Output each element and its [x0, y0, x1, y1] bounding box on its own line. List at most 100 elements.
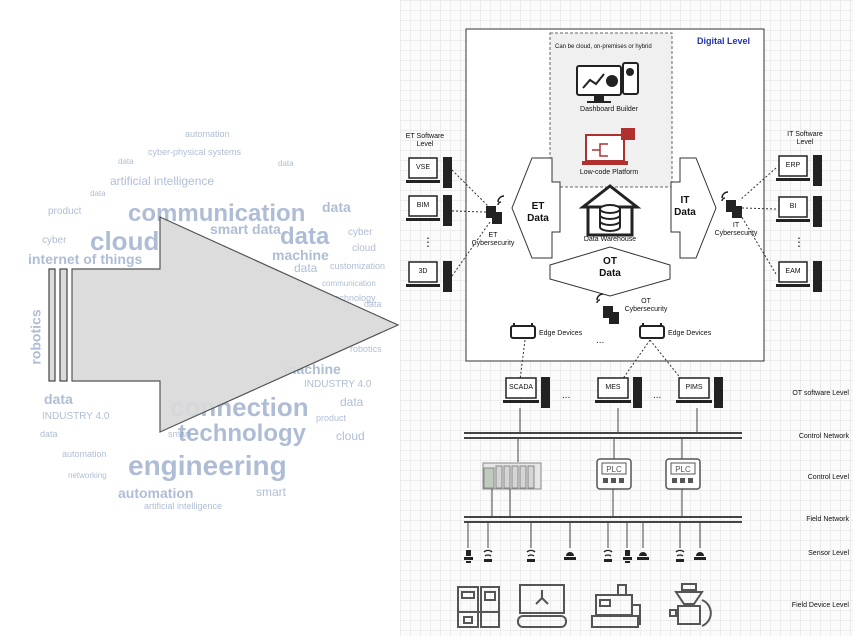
field-device-vending-icon: [457, 586, 500, 628]
cloud-word: smart: [168, 429, 191, 439]
it-cybersecurity-icon: [721, 191, 742, 218]
data-warehouse-icon: [578, 184, 642, 237]
cloud-word: data: [44, 391, 73, 407]
edge-device-left-icon: [510, 323, 536, 339]
field-device-robot-arm-icon: [517, 584, 567, 628]
cloud-word: product: [48, 206, 82, 217]
cloud-word: technology: [178, 420, 307, 447]
control-level-label: Control Level: [807, 474, 849, 481]
cloud-word: communication: [322, 279, 376, 288]
et-software-level-label: ET Software Level: [405, 133, 445, 149]
it-data-label: IT Data: [674, 195, 696, 218]
it-software-bi: BI: [789, 203, 797, 210]
diagram-canvas: ⋮ ⋮: [406, 28, 822, 628]
cloud-word: product: [316, 413, 347, 423]
cloud-word: cloud: [90, 226, 160, 256]
cloud-word: INDUSTRY 4.0: [42, 411, 110, 422]
et-software-3d: 3D: [418, 268, 428, 275]
cloud-word: data: [90, 189, 106, 198]
it-eam-computer: [776, 261, 822, 292]
cloud-word: smart: [256, 485, 286, 499]
ot-software-scada: SCADA: [508, 384, 534, 391]
control-network-bus: [464, 432, 742, 439]
cloud-word: customization: [330, 261, 386, 271]
et-software-vse: VSE: [415, 164, 431, 171]
it-erp-computer: [776, 155, 822, 186]
architecture-diagram: ⋮ ⋮: [400, 0, 853, 636]
cloud-word: data: [364, 299, 382, 309]
it-software-eam: EAM: [785, 268, 801, 275]
ot-data-arrow: [549, 246, 671, 297]
ot-software-mes: MES: [605, 384, 621, 391]
cloud-word: data: [340, 395, 364, 409]
dashboard-builder-label: Dashboard Builder: [580, 106, 638, 113]
sensor-level-label: Sensor Level: [808, 550, 849, 557]
cloud-word: data: [278, 159, 294, 168]
field-device-hopper-icon: [669, 583, 712, 627]
cloud-word: cloud: [352, 243, 376, 254]
ot-ellipsis-2: ...: [653, 390, 661, 401]
field-device-level-label: Field Device Level: [791, 602, 849, 609]
cloud-word: data: [322, 199, 351, 215]
ot-ellipsis-1: ...: [562, 390, 570, 401]
sensor-icon-5: [603, 549, 613, 562]
low-code-platform-label: Low-code Platform: [579, 169, 639, 176]
ot-mes-computer: [595, 377, 642, 408]
et-bim-computer: [406, 195, 452, 226]
dashboard-icon: [576, 62, 639, 103]
cloud-note: Can be cloud, on-premises or hybrid: [555, 44, 652, 50]
cloud-word: networking: [68, 471, 107, 480]
sensor-icon-4: [564, 552, 576, 560]
cloud-word: automation: [185, 129, 230, 139]
et-data-label: ET Data: [527, 201, 549, 224]
cloud-word: automation: [118, 485, 194, 501]
field-device-machine-icon: [591, 584, 641, 628]
cloud-word: artificial intelligence: [110, 174, 215, 188]
cloud-word: data: [40, 429, 58, 439]
sensor-icon-1: [464, 550, 473, 563]
edge-device-right-icon: [639, 323, 665, 339]
field-network-label: Field Network: [806, 516, 849, 523]
svg-text:PLC: PLC: [675, 465, 691, 474]
cloud-word: data: [280, 223, 330, 250]
cloud-word: data: [294, 261, 318, 275]
it-bi-computer: [776, 196, 822, 227]
cloud-word: artificial intelligence: [144, 501, 223, 511]
sensor-icon-8: [675, 549, 685, 562]
ot-pims-computer: [676, 377, 723, 408]
et-vertical-ellipsis: ⋮: [422, 235, 434, 249]
ot-cybersecurity-label: OT Cybersecurity: [624, 298, 668, 314]
ot-cybersecurity-icon: [596, 293, 619, 324]
edge-devices-left-label: Edge Devices: [539, 330, 583, 337]
cloud-word: robotics: [350, 344, 382, 354]
cloud-word: cyber-physical systems: [148, 147, 242, 157]
cloud-word: INDUSTRY 4.0: [304, 379, 372, 390]
edge-devices-right-label: Edge Devices: [668, 330, 712, 337]
control-network-drops: [517, 408, 698, 462]
cloud-word: automation: [62, 449, 107, 459]
io-rack: [482, 462, 542, 490]
sensor-icon-3: [526, 549, 536, 562]
cloud-word: internet of things: [28, 251, 143, 267]
field-network-drops: [467, 489, 701, 548]
digital-level-title: Digital Level: [697, 36, 751, 46]
plc-1: PLC: [596, 458, 632, 490]
et-vse-computer: [406, 157, 452, 188]
ot-scada-computer: [503, 377, 550, 408]
field-network-bus: [464, 516, 742, 523]
cloud-word: cloud: [336, 429, 365, 443]
et-3d-computer: [406, 261, 452, 292]
it-software-level-label: IT Software Level: [787, 131, 823, 147]
edge-ellipsis: ...: [596, 335, 604, 346]
big-arrow-graphic: [48, 216, 400, 433]
cloud-word: data: [118, 157, 134, 166]
control-network-label: Control Network: [798, 433, 849, 440]
sensor-icon-9: [694, 552, 706, 560]
data-warehouse-label: Data Warehouse: [583, 236, 637, 243]
et-cybersecurity-label: ET Cybersecurity: [471, 232, 515, 248]
arrow-bar-2: [59, 268, 68, 382]
it-vertical-ellipsis: ⋮: [793, 235, 805, 249]
et-software-bim: BIM: [416, 202, 430, 209]
ot-software-level-label: OT software Level: [792, 390, 849, 397]
cloud-word: smart data: [210, 221, 281, 237]
